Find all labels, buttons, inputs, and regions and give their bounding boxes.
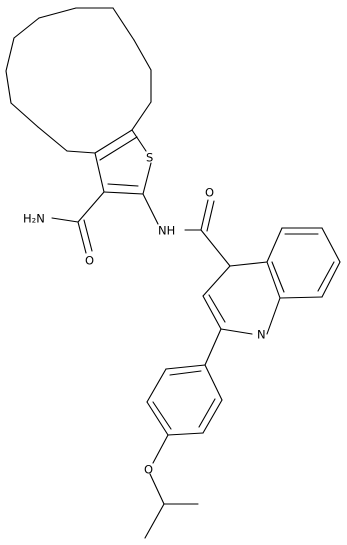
aryl-link-bond (204, 328, 222, 366)
phenyl-ring (146, 364, 223, 436)
amide-oxygen-label: O (85, 254, 94, 268)
amide-nh2-label: H₂N (23, 212, 45, 226)
thiophene-ring (94, 129, 152, 195)
quinoline-nitrogen-label: N (257, 328, 266, 342)
ether-oxygen-label: O (144, 463, 153, 477)
isopropoxy-group (144, 434, 199, 539)
quinoline-benzo-ring (266, 227, 341, 299)
cyclododecane-ring (5, 7, 152, 154)
quinoline-pyridine-ring (202, 261, 281, 335)
carbonyl-oxygen-label: O (205, 186, 214, 200)
amide-linker (142, 193, 231, 267)
nh-label: NH (158, 224, 175, 238)
carboxamide-group (51, 191, 105, 254)
sulfur-atom: S (146, 151, 153, 165)
